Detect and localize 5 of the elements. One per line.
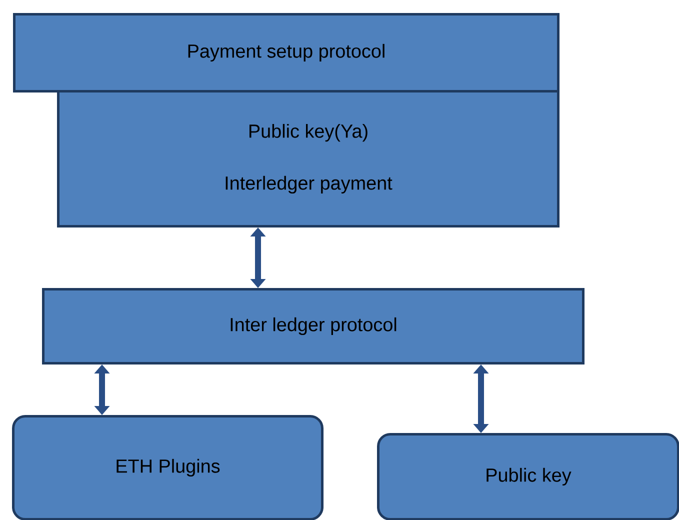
process-box: Payment setup protocol <box>13 13 560 92</box>
rounded-box: ETH Plugins <box>12 415 324 520</box>
process-box: Inter ledger protocol <box>42 288 584 364</box>
process-box: Public key(Ya) Interledger payment <box>57 90 560 228</box>
rounded-box: Public key <box>377 433 679 520</box>
